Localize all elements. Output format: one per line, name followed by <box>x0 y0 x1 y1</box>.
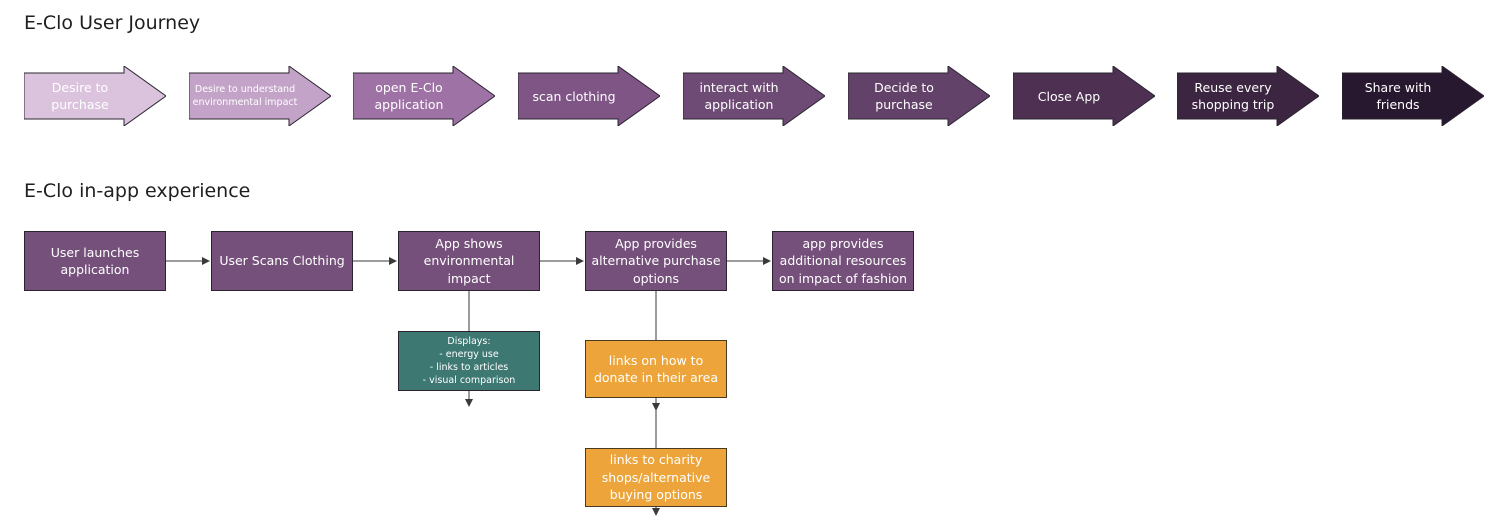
journey-step-arrow: Reuse every shopping trip <box>1177 66 1319 126</box>
arrow-shape <box>518 66 660 126</box>
process-step-box: User Scans Clothing <box>211 231 353 291</box>
process-step-box: App shows environmental impact <box>398 231 540 291</box>
arrow-shape <box>1342 66 1484 126</box>
journey-step-label: Decide to purchase <box>874 80 934 112</box>
journey-step-arrow: open E-Clo application <box>353 66 495 126</box>
journey-step-arrow: Close App <box>1013 66 1155 126</box>
journey-step-arrow: scan clothing <box>518 66 660 126</box>
displays-note-box: Displays: - energy use - links to articl… <box>398 331 540 391</box>
arrow-shape <box>24 66 166 126</box>
journey-step-arrow: interact with application <box>683 66 825 126</box>
journey-step-label: Reuse every shopping trip <box>1191 80 1275 112</box>
charity-links-box: links to charity shops/alternative buyin… <box>585 448 727 507</box>
journey-step-label: open E-Clo application <box>374 80 444 112</box>
process-step-box: App provides alternative purchase option… <box>585 231 727 291</box>
process-step-box: User launches application <box>24 231 166 291</box>
journey-step-arrow: Decide to purchase <box>848 66 990 126</box>
journey-step-arrow: Desire to purchase <box>24 66 166 126</box>
user-journey-title: E-Clo User Journey <box>24 12 201 34</box>
journey-step-label: Desire to purchase <box>51 80 109 112</box>
journey-step-label: scan clothing <box>532 88 616 104</box>
journey-step-label: Close App <box>1037 88 1101 104</box>
displays-item: - visual comparison <box>422 375 516 386</box>
arrow-shape <box>1013 66 1155 126</box>
displays-heading: Displays: <box>447 336 491 347</box>
arrow-shape <box>189 66 331 126</box>
donate-links-box: links on how to donate in their area <box>585 340 727 398</box>
process-step-box: app provides additional resources on imp… <box>772 231 914 291</box>
displays-item: - links to articles <box>429 362 509 373</box>
in-app-experience-title: E-Clo in-app experience <box>24 180 251 202</box>
displays-item: - energy use <box>439 349 499 360</box>
arrow-shape <box>1177 66 1319 126</box>
journey-step-label: Share with friends <box>1364 80 1432 112</box>
arrow-shape <box>353 66 495 126</box>
arrow-shape <box>848 66 990 126</box>
journey-step-arrow: Desire to understand environmental impac… <box>189 66 331 126</box>
journey-step-label: interact with application <box>699 80 779 112</box>
journey-step-arrow: Share with friends <box>1342 66 1484 126</box>
journey-step-label: Desire to understand environmental impac… <box>192 84 298 108</box>
arrow-shape <box>683 66 825 126</box>
